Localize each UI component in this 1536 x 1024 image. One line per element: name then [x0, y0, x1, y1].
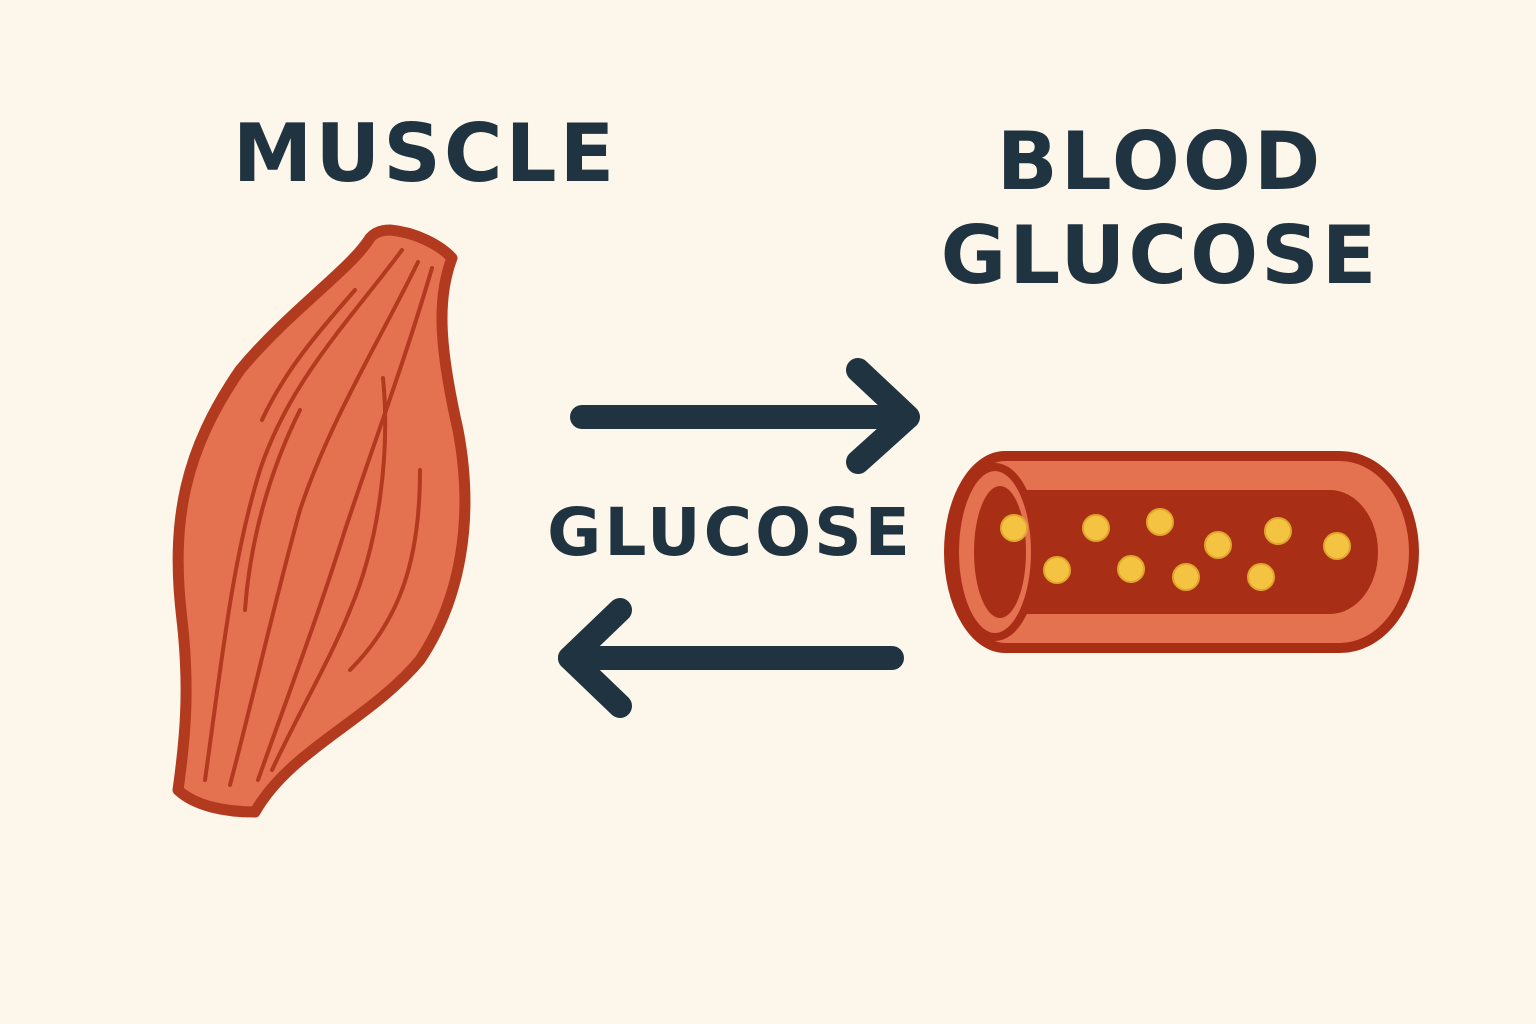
- muscle-body: [172, 224, 471, 818]
- blood-glucose-title-line2: GLUCOSE: [940, 209, 1380, 302]
- glucose-dot: [1172, 563, 1200, 591]
- vessel-opening-inner: [974, 486, 1026, 618]
- glucose-dot: [1323, 532, 1351, 560]
- glucose-dot: [1204, 531, 1232, 559]
- glucose-dot: [1247, 563, 1275, 591]
- glucose-flow-label: GLUCOSE: [547, 494, 913, 571]
- blood-glucose-title: BLOOD GLUCOSE: [930, 115, 1390, 303]
- muscle-icon: [172, 224, 471, 818]
- glucose-dot: [1043, 556, 1071, 584]
- glucose-dot: [1000, 514, 1028, 542]
- muscle-title: MUSCLE: [232, 107, 618, 200]
- blood-vessel-icon: [944, 451, 1419, 653]
- glucose-dots: [1000, 508, 1351, 591]
- glucose-dot: [1264, 517, 1292, 545]
- glucose-dot: [1117, 555, 1145, 583]
- arrow-left-icon: [558, 598, 904, 718]
- arrow-right-icon: [570, 358, 920, 474]
- glucose-dot: [1146, 508, 1174, 536]
- vessel-lumen: [1025, 490, 1378, 614]
- glucose-dot: [1082, 514, 1110, 542]
- blood-glucose-title-line1: BLOOD: [996, 115, 1324, 208]
- muscle-fibers: [203, 248, 434, 787]
